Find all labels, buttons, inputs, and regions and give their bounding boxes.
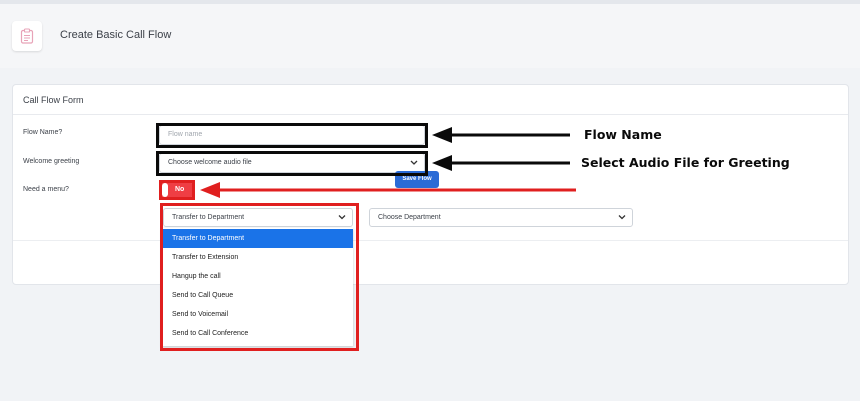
menu-action-value: Transfer to Department: [172, 214, 245, 221]
page-title: Create Basic Call Flow: [60, 29, 172, 41]
chevron-down-icon: [410, 154, 418, 180]
flow-name-highlight-box: [156, 123, 428, 148]
flow-name-placeholder: Flow name: [168, 131, 203, 138]
arrow-head-toggle: [200, 182, 220, 198]
chevron-down-icon: [618, 209, 626, 233]
page-header: Create Basic Call Flow: [0, 4, 860, 68]
dropdown-option[interactable]: Hangup the call: [172, 273, 221, 280]
annotation-audio-file: Select Audio File for Greeting: [581, 155, 790, 170]
dropdown-option[interactable]: Send to Call Queue: [172, 292, 234, 299]
welcome-greeting-label: Welcome greeting: [23, 158, 80, 165]
dropdown-option[interactable]: Send to Voicemail: [172, 311, 229, 318]
toggle-highlight-box: [159, 180, 195, 200]
department-value: Choose Department: [378, 214, 441, 221]
greeting-highlight-box: [156, 151, 428, 176]
card-title: Call Flow Form: [13, 85, 848, 115]
arrow-head-audio: [432, 155, 452, 171]
chevron-down-icon: [338, 209, 346, 233]
dropdown-option[interactable]: Transfer to Department: [162, 229, 353, 248]
card-divider: [13, 240, 848, 241]
annotation-flow-name: Flow Name: [584, 127, 662, 142]
clipboard-icon: [12, 21, 42, 51]
flow-name-label: Flow Name?: [23, 129, 63, 136]
menu-action-dropdown: Transfer to Department Transfer to Exten…: [162, 228, 353, 346]
dropdown-highlight-box: [160, 203, 359, 351]
need-menu-label: Need a menu?: [23, 186, 69, 193]
department-select[interactable]: Choose Department: [369, 208, 633, 227]
welcome-greeting-value: Choose welcome audio file: [168, 159, 252, 166]
toggle-knob: [162, 183, 168, 197]
top-bar: [0, 0, 860, 4]
menu-action-select[interactable]: Transfer to Department: [163, 208, 353, 227]
dropdown-option[interactable]: Send to Call Conference: [172, 330, 249, 337]
toggle-text: No: [175, 186, 185, 193]
need-menu-toggle[interactable]: No: [161, 182, 193, 198]
dropdown-option[interactable]: Transfer to Extension: [172, 254, 239, 261]
arrow-head-flow-name: [432, 127, 452, 143]
